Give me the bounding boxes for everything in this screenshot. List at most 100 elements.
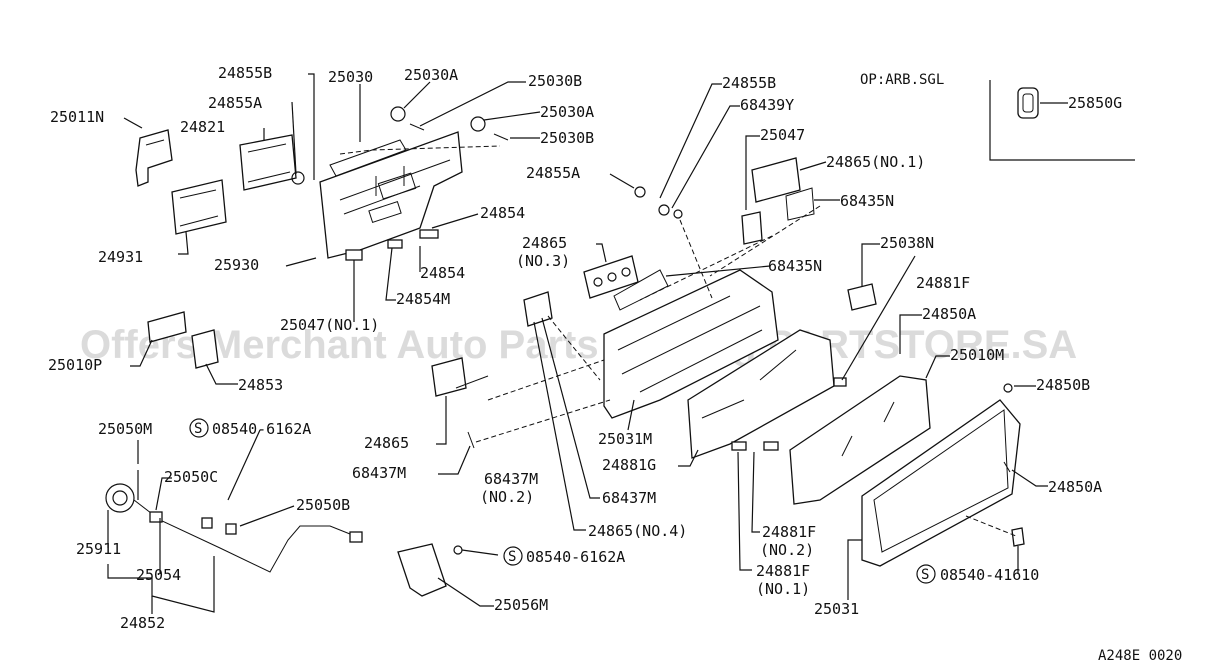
label-08540-41610: 08540-41610 xyxy=(940,566,1039,584)
label-24850B: 24850B xyxy=(1036,376,1090,394)
part-25010P xyxy=(147,311,187,343)
part-25047 xyxy=(741,211,763,245)
label-24855B: 24855B xyxy=(218,64,272,82)
svg-text:S: S xyxy=(921,567,929,583)
part-25047-no1 xyxy=(345,249,363,261)
part-25911-cable-assembly xyxy=(105,470,363,573)
part-25038N xyxy=(847,283,877,311)
part-24853 xyxy=(191,329,219,369)
part-25030 xyxy=(329,139,407,177)
label-25010M: 25010M xyxy=(950,346,1004,364)
part-24865 xyxy=(431,357,467,397)
label-24854: 24854 xyxy=(480,204,525,222)
part-24855B-b xyxy=(658,204,670,216)
leader-lines xyxy=(107,73,1048,614)
part-25030A-nut-2 xyxy=(470,116,486,132)
label-68439Y: 68439Y xyxy=(740,96,794,114)
label-25056M: 25056M xyxy=(494,596,548,614)
label-08540-6162A: 08540-6162A xyxy=(212,420,311,438)
label-24852: 24852 xyxy=(120,614,165,632)
label-25047: 25047 xyxy=(760,126,805,144)
label-25031M: 25031M xyxy=(598,430,652,448)
label-25030B-2: 25030B xyxy=(540,129,594,147)
label-68437M-3: 68437M xyxy=(602,489,656,507)
label-25030B: 25030B xyxy=(528,72,582,90)
part-24931 xyxy=(171,179,227,235)
label-24881F-no2: 24881F xyxy=(762,523,816,541)
svg-text:S: S xyxy=(194,421,202,437)
circled-s-icons: S S S xyxy=(189,418,936,584)
part-68439Y xyxy=(673,209,683,219)
label-68435N: 68435N xyxy=(840,192,894,210)
label-25050C: 25050C xyxy=(164,468,218,486)
label-24853: 24853 xyxy=(238,376,283,394)
label-24850A: 24850A xyxy=(922,305,976,323)
label-25038N: 25038N xyxy=(880,234,934,252)
part-24855A-b xyxy=(634,186,646,198)
label-25930: 25930 xyxy=(214,256,259,274)
part-24850B xyxy=(1003,383,1013,393)
label-25030A: 25030A xyxy=(404,66,458,84)
part-25011N xyxy=(135,129,173,187)
label-24854M: 24854M xyxy=(396,290,450,308)
label-24854-2: 24854 xyxy=(420,264,465,282)
label-25050B: 25050B xyxy=(296,496,350,514)
part-24850A xyxy=(1003,461,1011,473)
label-25054: 25054 xyxy=(136,566,181,584)
svg-text:S: S xyxy=(508,549,516,565)
part-25850G xyxy=(1017,87,1039,119)
part-25031M xyxy=(603,269,779,419)
part-24865-no4 xyxy=(523,291,553,327)
part-25010M xyxy=(789,375,931,505)
label-24881F-no1: 24881F xyxy=(756,562,810,580)
part-24854 xyxy=(387,229,439,249)
assembly-lines xyxy=(339,145,1017,537)
label-24821: 24821 xyxy=(180,118,225,136)
part-68437M xyxy=(455,375,489,449)
label-24881F: 24881F xyxy=(916,274,970,292)
label-24881F-no2-sub: (NO.2) xyxy=(760,541,814,559)
part-68435N xyxy=(785,187,815,221)
label-24931: 24931 xyxy=(98,248,143,266)
part-25056M xyxy=(397,543,447,597)
part-24865-no3 xyxy=(583,255,639,299)
label-24881G: 24881G xyxy=(602,456,656,474)
label-25010P: 25010P xyxy=(48,356,102,374)
label-68435N-2: 68435N xyxy=(768,257,822,275)
option-note: OP:ARB.SGL xyxy=(860,72,944,88)
label-24881F-no1-sub: (NO.1) xyxy=(756,580,810,598)
label-08540-6162A-2: 08540-6162A xyxy=(526,548,625,566)
label-25030A-2: 25030A xyxy=(540,103,594,121)
part-08540-6162A-screw xyxy=(453,545,463,555)
label-24865: 24865 xyxy=(364,434,409,452)
label-24865-no3: 24865 xyxy=(522,234,567,252)
part-08540-41610 xyxy=(1011,527,1025,547)
part-25030A-nut xyxy=(390,106,406,122)
part-25030B xyxy=(409,123,509,141)
label-24865-no1: 24865(NO.1) xyxy=(826,153,925,171)
part-24855A-screw xyxy=(291,171,305,185)
label-24855B-2: 24855B xyxy=(722,74,776,92)
label-25050M: 25050M xyxy=(98,420,152,438)
label-25047-no1: 25047(NO.1) xyxy=(280,316,379,334)
part-24881F-a xyxy=(833,377,847,387)
label-68437M-no2-sub: (NO.2) xyxy=(480,488,534,506)
label-24850A-2: 24850A xyxy=(1048,478,1102,496)
label-25911: 25911 xyxy=(76,540,121,558)
part-25031 xyxy=(861,399,1021,567)
part-25930 xyxy=(319,131,463,259)
option-box: OP:ARB.SGL 25850G xyxy=(860,72,1135,161)
label-25850G: 25850G xyxy=(1068,94,1122,112)
label-25031: 25031 xyxy=(814,600,859,618)
part-labels: 24855B 25030 25030A 25030B 24855A 25030A… xyxy=(48,64,1102,632)
label-68437M: 68437M xyxy=(352,464,406,482)
label-24855A: 24855A xyxy=(208,94,262,112)
watermark-text: Offers Merchant Auto Parts Catalog PARTS… xyxy=(80,323,1077,367)
label-24855A-2: 24855A xyxy=(526,164,580,182)
part-24821 xyxy=(239,134,297,191)
drawing-code: A248E 0020 xyxy=(1098,648,1182,664)
part-24881F xyxy=(731,441,779,451)
label-68437M-no2: 68437M xyxy=(484,470,538,488)
label-24865-no3-sub: (NO.3) xyxy=(516,252,570,270)
